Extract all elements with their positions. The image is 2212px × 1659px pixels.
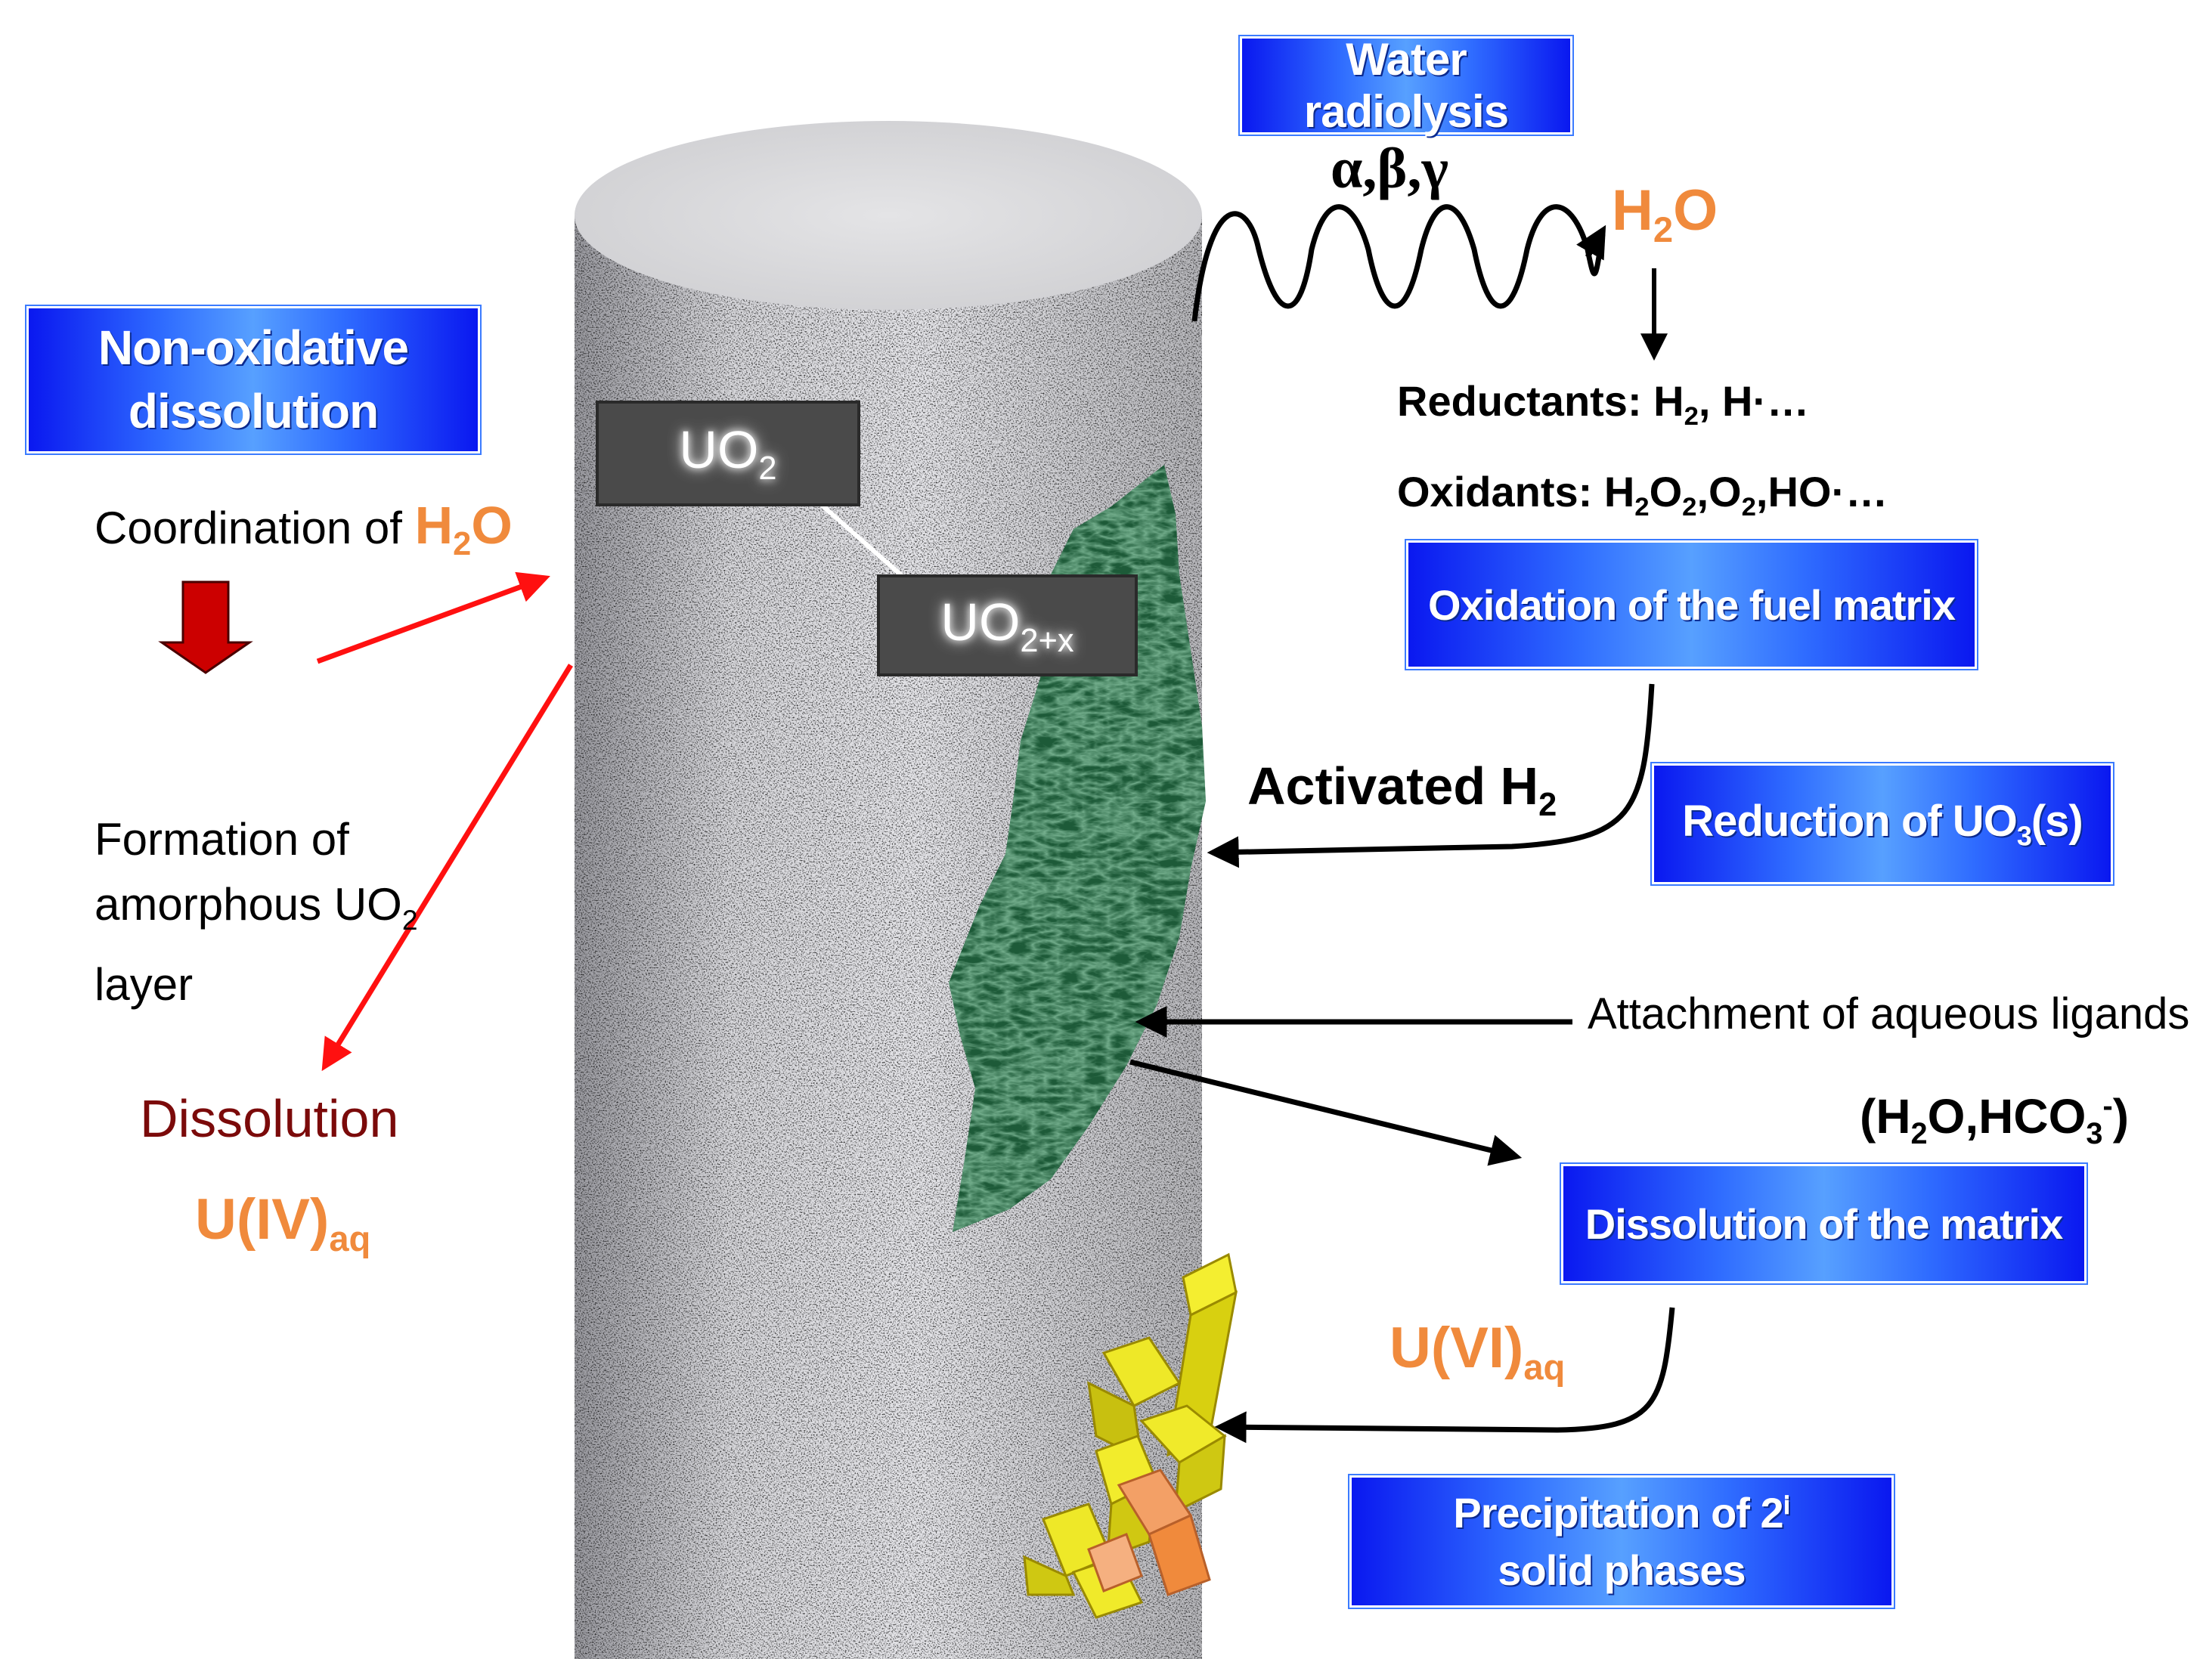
precipitation-box: Precipitation of 2ⁱ solid phases bbox=[1349, 1475, 1894, 1608]
dissolution-text: Dissolution bbox=[140, 1089, 399, 1148]
h2o-top: H2O bbox=[1612, 178, 1718, 250]
oxidation-box: Oxidation of the fuel matrix bbox=[1406, 540, 1977, 669]
block-down-arrow bbox=[158, 580, 253, 674]
oxidized-layer-patch bbox=[949, 465, 1206, 1232]
dissolution-matrix-label: Dissolution of the matrix bbox=[1585, 1199, 2063, 1248]
non-oxidative-box: Non-oxidative dissolution bbox=[26, 306, 480, 453]
uo2x-box: UO2+x bbox=[877, 574, 1138, 676]
coordination-arrow bbox=[316, 571, 550, 664]
radiation-wave bbox=[1191, 204, 1606, 322]
dissolution-arrow bbox=[321, 664, 573, 1072]
uo2x-label: UO2+x bbox=[940, 592, 1074, 659]
reductants-text: Reductants: H2, H·… bbox=[1397, 377, 1810, 432]
ligands-text: (H2O,HCO3-) bbox=[1860, 1089, 2129, 1150]
uiv-text: U(IV)aq bbox=[195, 1187, 371, 1259]
precipitation-arrow bbox=[1214, 1307, 1675, 1444]
oxidants-text: Oxidants: H2O2,O2,HO·… bbox=[1397, 468, 1888, 522]
pellet-top-face bbox=[575, 121, 1202, 310]
formation-text: Formation of amorphous UO2 layer bbox=[94, 814, 418, 1010]
oxidation-label: Oxidation of the fuel matrix bbox=[1428, 580, 1956, 629]
uo2-box: UO2 bbox=[596, 401, 860, 506]
activated-h2-text: Activated H2 bbox=[1247, 757, 1557, 823]
uvi-text: U(VI)aq bbox=[1389, 1316, 1566, 1388]
coordination-text: Coordination of H2O bbox=[94, 496, 513, 562]
non-oxidative-label: Non-oxidative dissolution bbox=[98, 320, 409, 438]
precipitation-label: Precipitation of 2ⁱ solid phases bbox=[1453, 1488, 1790, 1594]
attachment-text: Attachment of aqueous ligands bbox=[1588, 989, 2190, 1038]
radiation-types: α,β,γ bbox=[1331, 137, 1449, 200]
reduction-label: Reduction of UO3(s) bbox=[1682, 796, 2083, 852]
water-radiolysis-label: Water radiolysis bbox=[1303, 34, 1509, 137]
activated-h2-arrow bbox=[1207, 683, 1655, 868]
uo2-label: UO2 bbox=[679, 420, 777, 487]
dissolution-matrix-box: Dissolution of the matrix bbox=[1561, 1164, 2087, 1283]
secondary-phase-crystals bbox=[1023, 1252, 1238, 1619]
matrix-dissolution-arrow bbox=[1129, 1059, 1523, 1166]
reduction-box: Reduction of UO3(s) bbox=[1652, 763, 2113, 884]
water-radiolysis-box: Water radiolysis bbox=[1240, 34, 1572, 137]
